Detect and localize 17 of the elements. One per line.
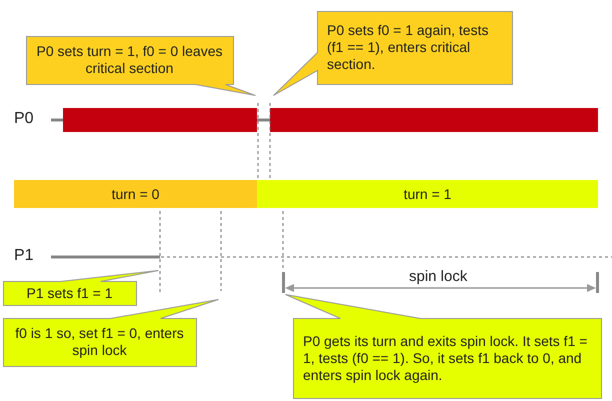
dimension-label: spin lock xyxy=(409,268,468,285)
callout-text: f0 is 1 so, set f1 = 0, enters spin lock xyxy=(14,325,185,359)
state-band xyxy=(257,180,598,208)
process-label: P0 xyxy=(14,110,34,128)
process-label: P1 xyxy=(14,247,34,265)
callout-text: P0 gets its turn and exits spin lock. It sets f1 = 1, tests (f0 == 1). So, it sets f1 back to 0, and enters spin lock again. xyxy=(303,332,588,384)
state-label: turn = 0 xyxy=(112,186,160,202)
callout xyxy=(3,299,219,367)
callout-text: P0 sets turn = 1, f0 = 0 leaves critical section xyxy=(36,43,223,77)
state-label: turn = 1 xyxy=(404,186,452,202)
callout xyxy=(3,270,159,306)
callout xyxy=(26,36,256,96)
callout xyxy=(285,294,602,399)
callout-text: P0 sets f0 = 1 again, tests (f1 == 1), enters critical section. xyxy=(327,22,490,73)
state-band xyxy=(14,180,257,208)
callout xyxy=(273,11,513,96)
callout-text: P1 sets f1 = 1 xyxy=(26,284,112,302)
